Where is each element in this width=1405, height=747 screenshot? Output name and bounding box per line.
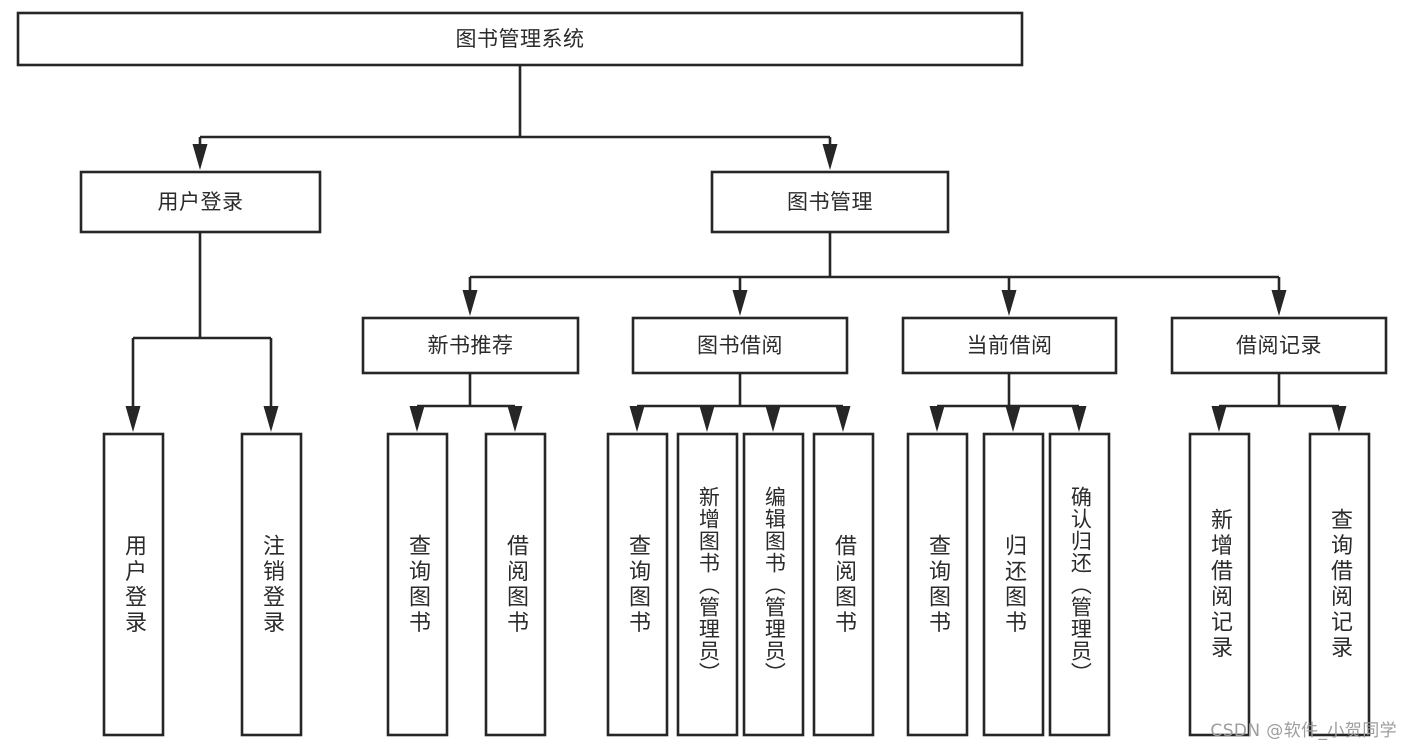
- edge-borrow-record-to-leaves: [1211, 373, 1347, 432]
- leaf-add-borrow-record[interactable]: [1188, 432, 1251, 737]
- arrowhead-icon: [1005, 406, 1021, 432]
- node-borrow-record-label: 借阅记录: [1236, 334, 1322, 358]
- arrowhead-icon: [835, 406, 851, 432]
- node-book-borrow-label: 图书借阅: [697, 334, 783, 358]
- leaf-user-login[interactable]: [102, 432, 165, 737]
- arrowhead-icon: [1211, 406, 1227, 432]
- node-borrow-record[interactable]: [1170, 316, 1388, 375]
- arrowhead-icon: [507, 406, 523, 432]
- arrowhead-icon: [1271, 290, 1287, 316]
- arrowhead-icon: [732, 290, 748, 316]
- edge-book-management-to-level3: [462, 232, 1287, 316]
- node-user-login[interactable]: [79, 170, 322, 234]
- arrowhead-icon: [629, 406, 645, 432]
- leaf-query-book-borrow[interactable]: [606, 432, 669, 737]
- edge-user-login-to-leaves: [125, 232, 279, 432]
- leaf-confirm-return-admin[interactable]: [1048, 432, 1111, 737]
- arrowhead-icon: [1001, 290, 1017, 316]
- arrowhead-icon: [1331, 406, 1347, 432]
- edge-current-borrow-to-leaves: [929, 373, 1087, 432]
- node-book-borrow[interactable]: [631, 316, 849, 375]
- node-new-book-recommend[interactable]: [361, 316, 580, 375]
- edge-root-to-level2: [192, 65, 838, 170]
- nodes-layer: [16, 11, 1388, 737]
- leaf-query-borrow-record[interactable]: [1308, 432, 1371, 737]
- arrowhead-icon: [125, 406, 141, 432]
- node-user-login-label: 用户登录: [158, 190, 244, 214]
- leaf-query-book-current[interactable]: [906, 432, 969, 737]
- connectors-layer: [125, 65, 1347, 432]
- arrowhead-icon: [192, 144, 208, 170]
- arrowhead-icon: [263, 406, 279, 432]
- arrowhead-icon: [699, 406, 715, 432]
- node-root-book-management-system-label: 图书管理系统: [456, 27, 585, 51]
- edge-book-borrow-to-leaves: [629, 373, 851, 432]
- leaf-query-book-recommend[interactable]: [386, 432, 449, 737]
- leaf-edit-book-admin[interactable]: [742, 432, 805, 737]
- leaf-logout[interactable]: [240, 432, 303, 737]
- arrowhead-icon: [822, 144, 838, 170]
- node-book-management[interactable]: [710, 170, 950, 234]
- node-book-management-label: 图书管理: [787, 190, 873, 214]
- arrowhead-icon: [1071, 406, 1087, 432]
- leaf-borrow-book[interactable]: [812, 432, 875, 737]
- node-current-borrow[interactable]: [901, 316, 1118, 375]
- arrowhead-icon: [409, 406, 425, 432]
- leaf-borrow-book-recommend[interactable]: [484, 432, 547, 737]
- edge-new-book-to-leaves: [409, 373, 523, 432]
- arrowhead-icon: [765, 406, 781, 432]
- node-new-book-recommend-label: 新书推荐: [428, 334, 514, 358]
- csdn-watermark: CSDN @软件_小贺同学: [1210, 721, 1397, 741]
- arrowhead-icon: [462, 290, 478, 316]
- node-current-borrow-label: 当前借阅: [967, 334, 1053, 358]
- arrowhead-icon: [929, 406, 945, 432]
- leaf-return-book[interactable]: [982, 432, 1045, 737]
- leaf-add-book-admin[interactable]: [676, 432, 739, 737]
- node-root-book-management-system[interactable]: [16, 11, 1024, 67]
